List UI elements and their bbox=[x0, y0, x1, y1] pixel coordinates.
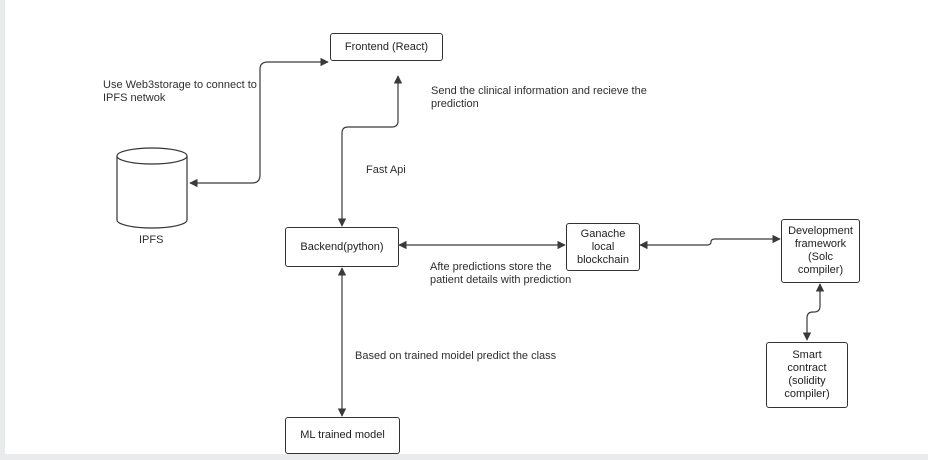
backend-node: Backend(python) bbox=[285, 227, 399, 267]
edge-frontend-backend bbox=[337, 75, 403, 227]
ipfs-cylinder-icon bbox=[116, 147, 188, 229]
development-framework-node: Development framework (Solc compiler) bbox=[781, 219, 860, 283]
send-clinical-label: Send the clinical information and reciev… bbox=[431, 85, 647, 110]
edge-ipfs-frontend bbox=[189, 57, 329, 188]
edge-ganache-devframework bbox=[639, 234, 781, 250]
smart-contract-node: Smart contract (solidity compiler) bbox=[766, 342, 848, 408]
frontend-node: Frontend (React) bbox=[330, 33, 443, 61]
ml-trained-model-node: ML trained model bbox=[285, 417, 400, 454]
ipfs-label: IPFS bbox=[139, 234, 164, 246]
edge-devframework-smartcontract bbox=[802, 283, 825, 341]
ganache-node: Ganache local blockchain bbox=[566, 223, 640, 271]
after-predictions-label: Afte predictions store the patient detai… bbox=[430, 261, 572, 286]
based-on-model-label: Based on trained moidel predict the clas… bbox=[355, 350, 557, 362]
web3storage-label: Use Web3storage to connect to IPFS netwo… bbox=[103, 79, 257, 104]
fast-api-label: Fast Api bbox=[366, 164, 406, 176]
